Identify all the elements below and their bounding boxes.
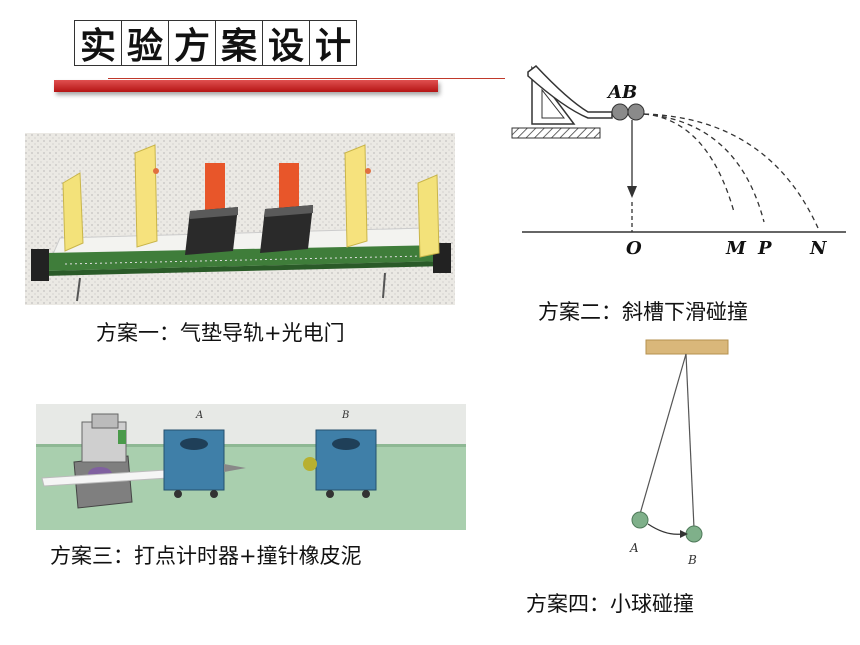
title-char: 实 [74, 20, 122, 67]
ab-label: AB [606, 82, 637, 103]
n-label: N [809, 238, 828, 259]
scheme-four-caption: 方案四：小球碰撞 [526, 592, 694, 616]
p-label: P [757, 238, 772, 259]
title-char: 验 [121, 20, 169, 67]
title-char: 计 [309, 20, 357, 67]
scheme-two-caption: 方案二：斜槽下滑碰撞 [538, 300, 748, 324]
pendulum-diagram: A B [629, 339, 729, 567]
title-char: 方 [168, 20, 216, 67]
incline-collision-diagram: AB O M P N [511, 64, 846, 259]
page-title: 实 验 方 案 设 计 [74, 20, 357, 67]
o-label: O [626, 238, 642, 259]
ball-a-label: A [629, 541, 639, 555]
m-label: M [725, 238, 747, 259]
title-char: 设 [262, 20, 310, 67]
title-underline-thin [108, 78, 505, 79]
carts-photo: A B [36, 404, 466, 530]
title-char: 案 [215, 20, 263, 67]
cart-a-label: A [195, 410, 203, 421]
scheme-three-caption: 方案三：打点计时器+撞针橡皮泥 [50, 544, 362, 568]
scheme-one-caption: 方案一：气垫导轨+光电门 [96, 321, 345, 345]
title-underline-bar [54, 80, 438, 92]
air-track-photo [25, 133, 455, 305]
ball-b-label: B [687, 553, 697, 567]
cart-b-label: B [341, 410, 349, 421]
